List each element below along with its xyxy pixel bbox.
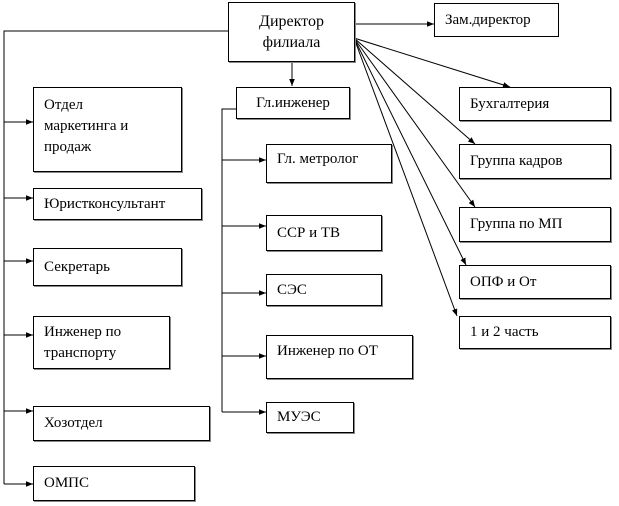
node-label: Директор филиала [259, 13, 324, 51]
node-label: Гл.инженер [256, 94, 330, 111]
node-director: Директор филиала [228, 2, 355, 62]
node-label: Секретарь [44, 258, 111, 275]
node-mp-group: Группа по МП [459, 207, 611, 242]
node-ssr: ССР и ТВ [266, 215, 382, 251]
node-label: Группа кадров [470, 153, 563, 169]
node-label: Отдел маркетинга и продаж [44, 97, 129, 155]
node-household: Хозотдел [33, 406, 210, 441]
node-ses: СЭС [266, 274, 382, 306]
node-label: ССР и ТВ [277, 224, 341, 241]
link-director-hr-group [353, 37, 476, 145]
node-chief-engineer: Гл.инженер [236, 87, 350, 119]
node-label: Юристконсультант [44, 195, 166, 212]
node-label: Гл. метролог [277, 151, 359, 167]
link-director-part12 [353, 37, 458, 317]
node-transport: Инженер по транспорту [33, 316, 170, 369]
link-director-opf [353, 37, 467, 266]
engineer-trunk [221, 108, 236, 412]
node-label: ОПФ и От [470, 273, 537, 290]
node-label: Хозотдел [44, 415, 103, 431]
node-legal: Юристконсультант [33, 188, 202, 220]
node-label: Инженер по ОТ [277, 343, 378, 359]
node-label: Зам.директор [445, 11, 531, 28]
node-deputy: Зам.директор [434, 3, 559, 37]
node-label: 1 и 2 часть [470, 324, 539, 340]
left-trunk [3, 30, 228, 484]
node-label: Инженер по транспорту [44, 323, 122, 361]
node-ot-engineer: Инженер по ОТ [266, 335, 413, 379]
node-metrologist: Гл. метролог [266, 144, 392, 183]
node-opf: ОПФ и От [459, 265, 611, 299]
node-mues: МУЭС [266, 402, 354, 433]
node-label: ОМПС [44, 475, 90, 491]
node-part12: 1 и 2 часть [459, 316, 611, 349]
node-label: Группа по МП [470, 216, 563, 232]
node-marketing: Отдел маркетинга и продаж [33, 87, 182, 172]
node-hr-group: Группа кадров [459, 144, 611, 179]
node-accounting: Бухгалтерия [459, 87, 611, 121]
node-label: Бухгалтерия [470, 95, 550, 112]
link-director-mp-group [353, 37, 476, 208]
node-label: СЭС [277, 281, 307, 298]
link-director-accounting [353, 37, 511, 88]
node-label: МУЭС [277, 409, 321, 425]
node-omps: ОМПС [33, 466, 195, 501]
node-secretary: Секретарь [33, 248, 182, 286]
